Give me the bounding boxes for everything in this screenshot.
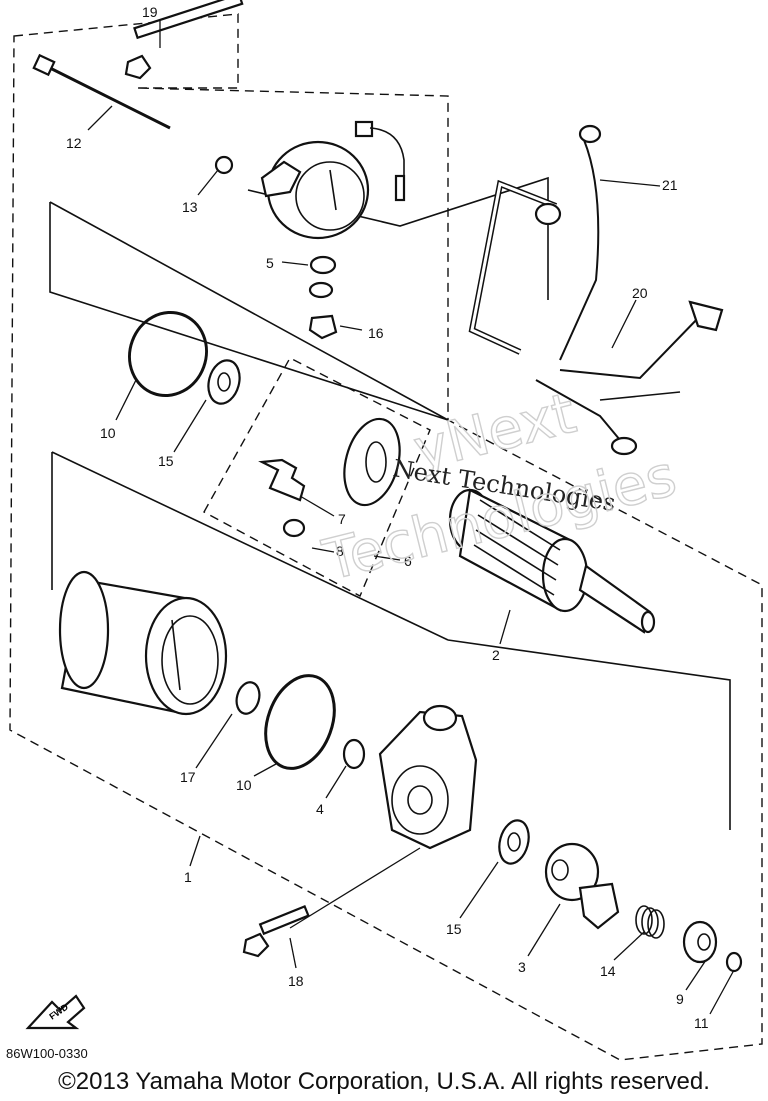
o-ring-10-bottom (264, 674, 336, 770)
clip-11 (725, 951, 743, 973)
label-4: 4 (316, 801, 324, 817)
washer-15-top (207, 359, 241, 405)
label-10-top: 10 (100, 425, 116, 441)
bolt-18 (242, 904, 310, 958)
brush-7 (258, 458, 306, 502)
label-7: 7 (338, 511, 346, 527)
spring-8 (282, 518, 306, 538)
label-15-top: 15 (158, 453, 174, 469)
label-5: 5 (266, 255, 274, 271)
washer-15-bottom-hole (507, 832, 521, 852)
leader-lines (87, 20, 735, 1015)
washer-17 (235, 681, 261, 715)
yoke (58, 570, 228, 716)
label-16: 16 (368, 325, 384, 341)
label-10-bottom: 10 (236, 777, 252, 793)
label-2: 2 (492, 647, 500, 663)
label-6: 6 (404, 553, 412, 569)
armature-2 (448, 488, 656, 634)
label-19: 19 (142, 4, 158, 20)
brush-subframe (203, 357, 431, 597)
copyright-notice: ©2013 Yamaha Motor Corporation, U.S.A. A… (58, 1068, 710, 1095)
washer-5b (308, 281, 334, 299)
o-ring-13 (214, 155, 234, 175)
label-13: 13 (182, 199, 198, 215)
label-20: 20 (632, 285, 648, 301)
label-3: 3 (518, 959, 526, 975)
fwd-arrow-icon: FWD (25, 994, 86, 1030)
label-12: 12 (66, 135, 82, 151)
o-ring-10-top (128, 310, 208, 398)
through-bolt-12 (32, 53, 171, 130)
collar-9 (682, 920, 718, 964)
label-14: 14 (600, 963, 616, 979)
label-15-bottom: 15 (446, 921, 462, 937)
label-1: 1 (184, 869, 192, 885)
rear-cover (260, 120, 406, 240)
bolt-19 (124, 0, 244, 80)
front-cover (378, 704, 478, 850)
label-21: 21 (662, 177, 678, 193)
clutch-3 (544, 842, 620, 930)
label-9: 9 (676, 991, 684, 1007)
label-8: 8 (336, 543, 344, 559)
washer-5 (309, 255, 337, 275)
figure-code: 86W100-0330 (6, 1046, 88, 1061)
label-18: 18 (288, 973, 304, 989)
part-labels: 19 12 13 5 16 21 20 10 15 7 8 6 2 17 10 … (66, 4, 709, 1031)
spring-14 (635, 905, 665, 939)
label-17: 17 (180, 769, 196, 785)
label-11: 11 (694, 1015, 709, 1031)
upper-frame (49, 201, 449, 421)
yoke-frame (51, 451, 731, 830)
lead-wires (468, 124, 724, 456)
bearing-4 (342, 738, 366, 770)
washer-15-bottom (498, 819, 530, 865)
nut-16 (308, 314, 338, 340)
washer-15-top-hole (217, 372, 231, 392)
brush-plate (343, 417, 401, 507)
